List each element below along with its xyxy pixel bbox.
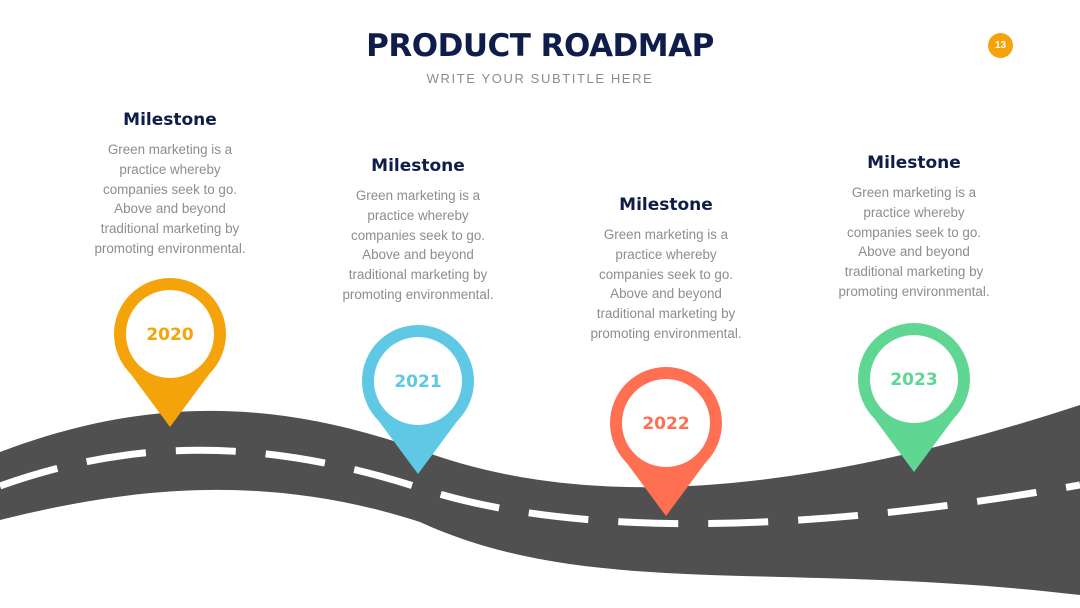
pin-year-label: 2023 (890, 370, 937, 390)
location-pin-2023: 2023 (858, 323, 970, 472)
milestone-title: Milestone (123, 110, 217, 130)
page-number-badge: 13 (988, 33, 1013, 58)
milestone-4: Milestone Green marketing is a practice … (814, 153, 1014, 302)
milestone-title: Milestone (867, 153, 961, 173)
milestone-description: Green marketing is a practice whereby co… (94, 142, 246, 256)
pin-year-label: 2020 (146, 325, 193, 345)
pin-inner-circle (622, 379, 710, 467)
location-pin-2022: 2022 (610, 367, 722, 516)
milestone-1: Milestone Green marketing is a practice … (70, 110, 270, 259)
pin-inner-circle (126, 290, 214, 378)
milestone-3: Milestone Green marketing is a practice … (566, 195, 766, 344)
location-pin-2020: 2020 (114, 278, 226, 427)
milestone-description: Green marketing is a practice whereby co… (342, 188, 494, 302)
pin-year-label: 2021 (394, 372, 441, 392)
pin-inner-circle (870, 335, 958, 423)
milestone-description: Green marketing is a practice whereby co… (838, 185, 990, 299)
milestone-2: Milestone Green marketing is a practice … (318, 156, 518, 305)
milestone-title: Milestone (371, 156, 465, 176)
pin-tail (378, 420, 458, 474)
page-subtitle: WRITE YOUR SUBTITLE HERE (426, 71, 654, 86)
pin-tail (874, 418, 954, 472)
pin-tail (626, 462, 706, 516)
location-pin-2021: 2021 (362, 325, 474, 474)
page-title: PRODUCT ROADMAP (366, 28, 714, 64)
milestone-title: Milestone (619, 195, 713, 215)
pin-inner-circle (374, 337, 462, 425)
pin-year-label: 2022 (642, 414, 689, 434)
milestone-description: Green marketing is a practice whereby co… (590, 227, 742, 341)
pin-tail (130, 373, 210, 427)
road-center-dashes (0, 446, 1080, 528)
